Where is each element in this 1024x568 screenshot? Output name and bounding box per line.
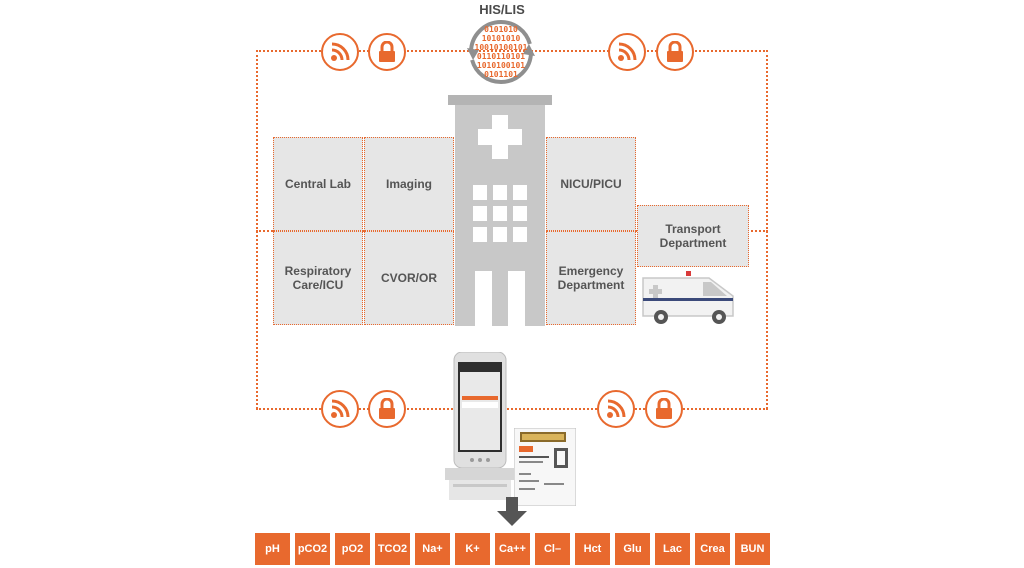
- dept-label: Imaging: [385, 177, 432, 191]
- parameter-label: Lac: [663, 543, 682, 555]
- parameter-bun: BUN: [735, 533, 770, 565]
- wifi-signal-icon: [597, 390, 635, 428]
- parameter-hct: Hct: [575, 533, 610, 565]
- arrow-down-icon: [497, 497, 527, 527]
- dept-cvor: CVOR/OR: [364, 231, 454, 325]
- lock-icon: [368, 390, 406, 428]
- network-line-left: [256, 50, 258, 409]
- dept-central-lab: Central Lab: [273, 137, 363, 231]
- dept-label: Central Lab: [284, 177, 351, 191]
- dept-label: Emergency Department: [557, 264, 625, 292]
- binary-line: 0101101: [484, 70, 518, 79]
- binary-line: 1010100101: [476, 61, 526, 70]
- parameter-label: pO2: [341, 543, 364, 555]
- parameter-label: pCO2: [297, 543, 328, 555]
- wifi-signal-icon: [321, 390, 359, 428]
- parameter-row: pH pCO2 pO2 TCO2 Na+ K+ Ca++ Cl– Hct Glu…: [255, 533, 770, 565]
- binary-line: 0110110101: [476, 52, 526, 61]
- lock-icon: [645, 390, 683, 428]
- lock-icon: [656, 33, 694, 71]
- network-line-right: [766, 50, 768, 409]
- parameter-ca: Ca++: [495, 533, 530, 565]
- sync-icon: [467, 20, 535, 84]
- dept-transport: Transport Department: [637, 205, 749, 267]
- test-card-icon: [513, 427, 577, 507]
- binary-line: 0101010: [484, 25, 518, 34]
- parameter-po2: pO2: [335, 533, 370, 565]
- dept-respiratory-care: Respiratory Care/ICU: [273, 231, 363, 325]
- parameter-label: pH: [265, 543, 280, 555]
- parameter-ph: pH: [255, 533, 290, 565]
- parameter-label: K+: [465, 543, 480, 555]
- his-lis-server: 0101010 10101010 10010100101 0110110101 …: [463, 16, 539, 88]
- parameter-label: TCO2: [377, 543, 408, 555]
- his-lis-title: HIS/LIS: [479, 2, 525, 17]
- dept-nicu-picu: NICU/PICU: [546, 137, 636, 231]
- dept-label: Transport Department: [659, 222, 727, 250]
- dept-label: CVOR/OR: [380, 271, 437, 285]
- parameter-tco2: TCO2: [375, 533, 410, 565]
- parameter-label: Hct: [583, 543, 602, 555]
- hospital-icon: [448, 95, 552, 326]
- network-line-bottom: [256, 408, 768, 410]
- parameter-label: Cl–: [543, 543, 562, 555]
- dept-imaging: Imaging: [364, 137, 454, 231]
- ambulance-icon: [637, 268, 745, 326]
- parameter-label: BUN: [740, 543, 765, 555]
- wifi-signal-icon: [321, 33, 359, 71]
- parameter-na: Na+: [415, 533, 450, 565]
- parameter-lac: Lac: [655, 533, 690, 565]
- binary-line: 10010100101: [474, 43, 528, 52]
- network-line-top: [256, 50, 768, 52]
- binary-line: 10101010: [481, 34, 521, 43]
- parameter-label: Ca++: [499, 543, 526, 555]
- lock-icon: [368, 33, 406, 71]
- parameter-cl: Cl–: [535, 533, 570, 565]
- wifi-signal-icon: [608, 33, 646, 71]
- parameter-label: Crea: [700, 543, 725, 555]
- handheld-analyzer-icon: [445, 351, 515, 502]
- parameter-pco2: pCO2: [295, 533, 330, 565]
- dept-label: Respiratory Care/ICU: [284, 264, 352, 292]
- dept-emergency: Emergency Department: [546, 231, 636, 325]
- parameter-glu: Glu: [615, 533, 650, 565]
- parameter-label: Glu: [623, 543, 642, 555]
- parameter-crea: Crea: [695, 533, 730, 565]
- parameter-label: Na+: [422, 543, 443, 555]
- parameter-k: K+: [455, 533, 490, 565]
- dept-label: NICU/PICU: [560, 177, 622, 191]
